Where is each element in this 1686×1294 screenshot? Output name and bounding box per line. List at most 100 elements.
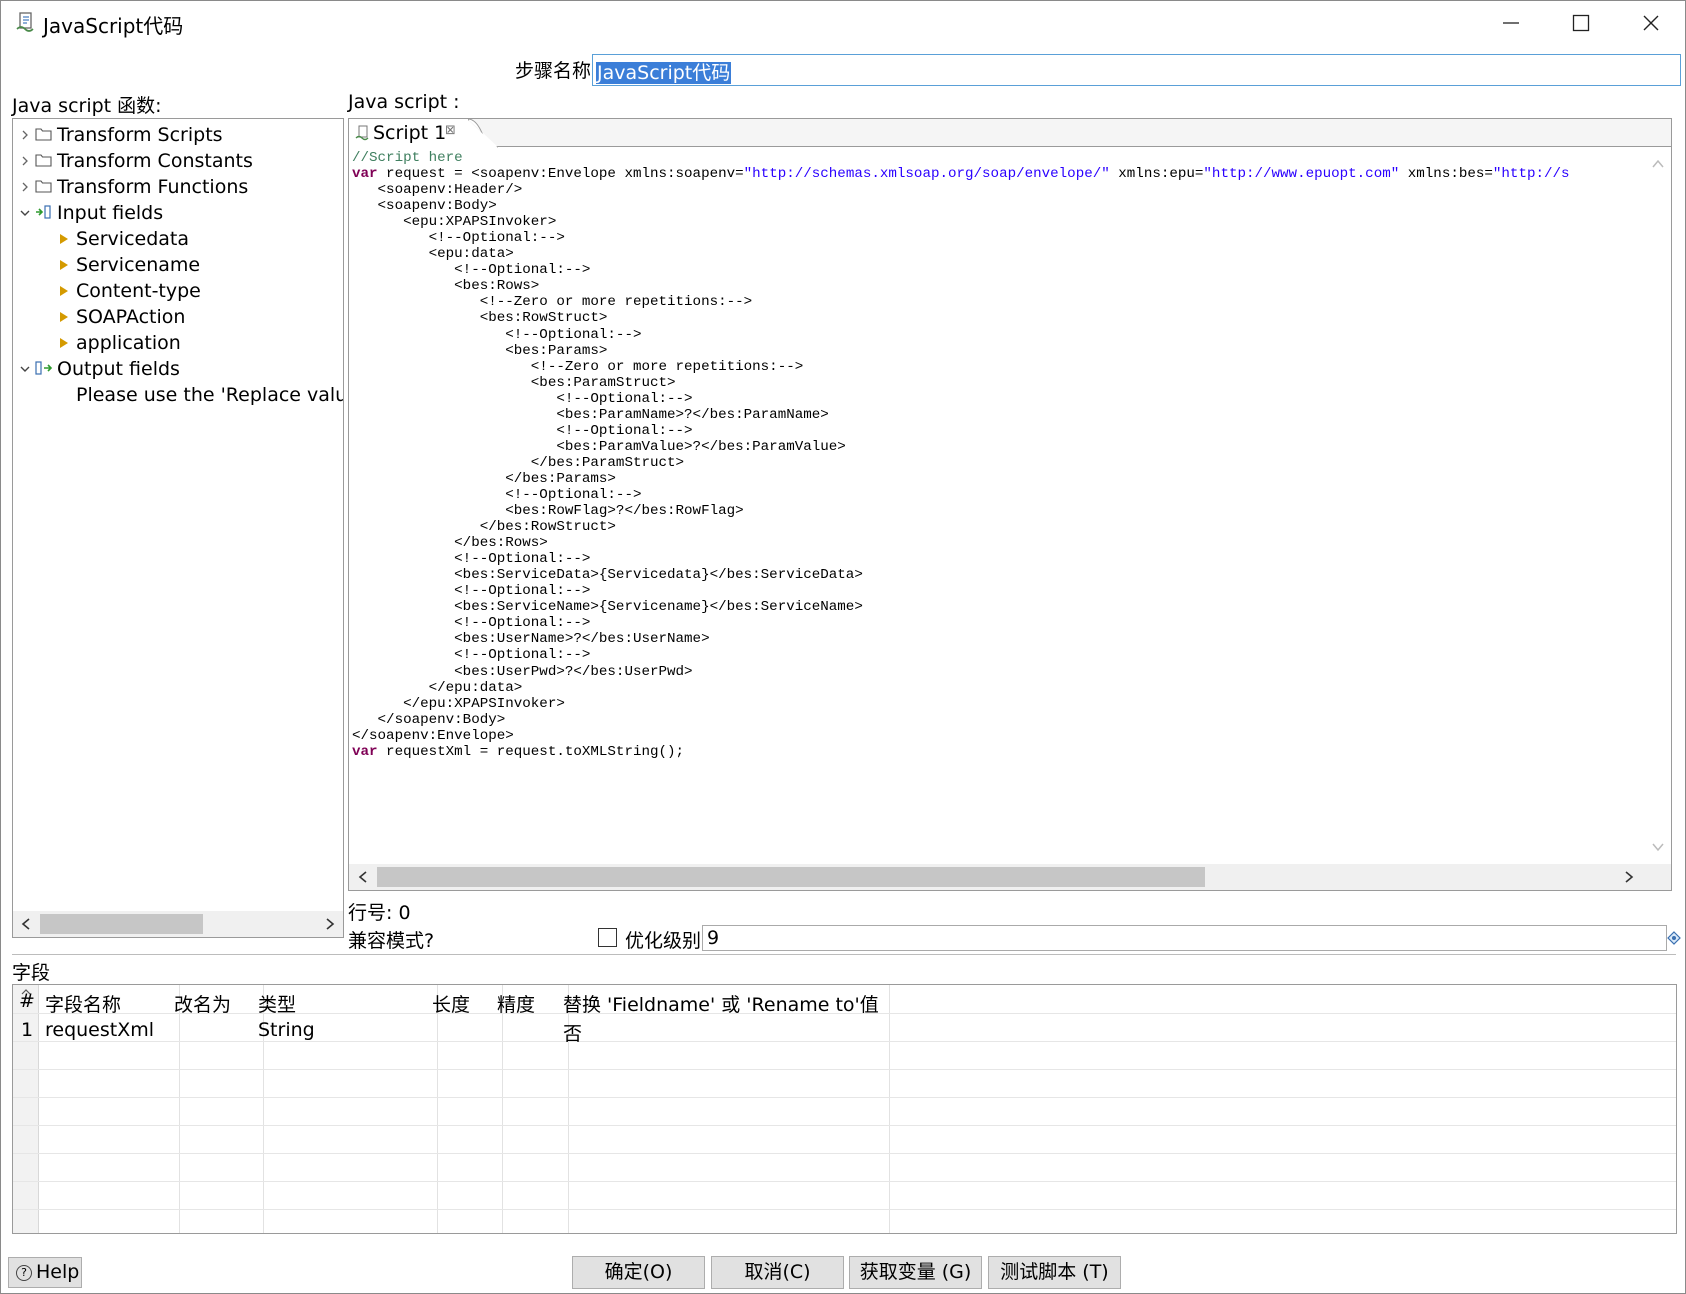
tree-item-label: Servicename <box>76 254 201 276</box>
minimize-icon <box>1503 22 1519 24</box>
tree-item-servicename[interactable]: Servicename <box>13 252 343 278</box>
column-header-precision[interactable]: 精度 <box>497 994 536 1016</box>
script-tabbar: Script 1 ⊠ <box>349 119 1671 148</box>
editor-vertical-scrollbar[interactable] <box>1644 148 1671 863</box>
table-cell-type[interactable]: String <box>258 1019 315 1041</box>
ok-button[interactable]: 确定(O) <box>572 1256 705 1289</box>
scroll-right-icon[interactable] <box>324 917 336 931</box>
tab-edge <box>468 119 498 148</box>
tree-item-content-type[interactable]: Content-type <box>13 278 343 304</box>
tree-item-servicedata[interactable]: Servicedata <box>13 226 343 252</box>
field-icon <box>60 234 68 244</box>
close-button[interactable] <box>1616 1 1686 45</box>
table-gridline <box>13 1097 1676 1098</box>
scroll-left-icon[interactable] <box>357 870 369 884</box>
line-number-label: 行号: 0 <box>348 902 411 924</box>
tree-item-label: SOAPAction <box>76 306 186 328</box>
table-gridline <box>13 1069 1676 1070</box>
code-area[interactable]: //Script here var request = <soapenv:Env… <box>352 150 1642 853</box>
tree-item-label: Input fields <box>57 202 164 224</box>
cancel-button[interactable]: 取消(C) <box>711 1256 844 1289</box>
help-button[interactable]: ? Help <box>8 1257 82 1288</box>
table-column <box>39 985 180 1233</box>
tree-item-transform-scripts[interactable]: Transform Scripts <box>13 122 343 148</box>
tree-item-transform-functions[interactable]: Transform Functions <box>13 174 343 200</box>
tree-item-transform-constants[interactable]: Transform Constants <box>13 148 343 174</box>
field-icon <box>60 338 68 348</box>
tree-item-label: Transform Constants <box>57 150 253 172</box>
chevron-right-icon <box>22 156 28 166</box>
tab-label: Script 1 <box>373 122 447 144</box>
code-string: "http://www.epuopt.com" <box>1203 166 1400 183</box>
maximize-button[interactable] <box>1546 1 1616 45</box>
code-text: request = <soapenv:Envelope xmlns:soapen… <box>377 166 744 183</box>
chevron-down-icon <box>20 210 30 216</box>
table-column <box>503 985 569 1233</box>
table-gridline <box>13 1153 1676 1154</box>
step-name-label: 步骤名称 <box>515 60 592 82</box>
field-icon <box>60 312 68 322</box>
editor-scroll-thumb[interactable] <box>377 867 1205 887</box>
step-name-value: JavaScript代码 <box>596 62 732 84</box>
column-header-rename-to[interactable]: 改名为 <box>174 994 232 1016</box>
tree-item-label: application <box>76 332 181 354</box>
variable-icon[interactable] <box>1667 931 1681 945</box>
scroll-left-icon[interactable] <box>20 917 32 931</box>
table-cell-number: 1 <box>21 1019 34 1041</box>
field-icon <box>60 286 68 296</box>
scroll-up-icon[interactable] <box>1651 158 1665 170</box>
code-string: "http://s <box>1492 166 1570 183</box>
tree-item-label: Transform Scripts <box>57 124 223 146</box>
tree-scroll-thumb[interactable] <box>40 914 203 934</box>
test-script-button[interactable]: 测试脚本 (T) <box>988 1256 1121 1289</box>
column-header-length[interactable]: 长度 <box>432 994 471 1016</box>
editor-horizontal-scrollbar[interactable] <box>349 864 1671 890</box>
column-header-number[interactable]: # <box>19 990 35 1012</box>
optimization-level-label: 优化级别 <box>625 930 702 952</box>
code-keyword: var <box>352 166 378 183</box>
table-cell-field-name[interactable]: requestXml <box>45 1019 155 1041</box>
scroll-right-icon[interactable] <box>1623 870 1635 884</box>
script-editor: Script 1 ⊠ //Script here var request = <… <box>348 118 1672 891</box>
scroll-down-icon[interactable] <box>1651 841 1665 853</box>
table-column <box>264 985 438 1233</box>
tab-script-1[interactable]: Script 1 ⊠ <box>349 119 469 148</box>
chevron-down-icon <box>20 366 30 372</box>
field-icon <box>60 260 68 270</box>
minimize-button[interactable] <box>1476 1 1546 45</box>
code-text: xmlns:epu= <box>1109 166 1204 183</box>
help-icon: ? <box>16 1265 32 1281</box>
tree-item-output-fields[interactable]: Output fields <box>13 356 343 382</box>
table-cell-replace[interactable]: 否 <box>563 1023 583 1045</box>
table-column <box>438 985 503 1233</box>
code-text: requestXml = request.toXMLString(); <box>377 743 685 760</box>
tree-item-label: Servicedata <box>76 228 190 250</box>
input-fields-icon <box>36 205 51 219</box>
folder-icon <box>35 128 52 141</box>
table-gridline <box>13 1013 1676 1014</box>
tree-item-input-fields[interactable]: Input fields <box>13 200 343 226</box>
title-bar: JavaScript代码 <box>1 1 1685 45</box>
table-gridline <box>13 1209 1676 1210</box>
tree-item-label: Transform Functions <box>57 176 249 198</box>
output-fields-icon <box>35 361 53 375</box>
tree-item-application[interactable]: application <box>13 330 343 356</box>
sort-icon[interactable] <box>20 988 32 996</box>
tree-horizontal-scrollbar[interactable] <box>13 911 343 937</box>
tab-close-icon[interactable]: ⊠ <box>445 123 456 138</box>
optimization-level-input[interactable]: 9 <box>702 925 1667 951</box>
table-gridline <box>13 1181 1676 1182</box>
column-header-type[interactable]: 类型 <box>258 994 297 1016</box>
column-header-replace[interactable]: 替换 'Fieldname' 或 'Rename to'值 <box>563 994 879 1016</box>
tree-item-soapaction[interactable]: SOAPAction <box>13 304 343 330</box>
table-column <box>569 985 890 1233</box>
tree-item-label: Content-type <box>76 280 201 302</box>
code-body: <soapenv:Header/> <soapenv:Body> <epu:XP… <box>352 182 863 744</box>
folder-icon <box>35 180 52 193</box>
get-variables-button[interactable]: 获取变量 (G) <box>849 1256 982 1289</box>
compat-mode-checkbox[interactable] <box>598 928 617 947</box>
column-header-field-name[interactable]: 字段名称 <box>45 994 122 1016</box>
close-icon <box>1643 15 1659 31</box>
step-name-input[interactable]: JavaScript代码 <box>592 54 1681 86</box>
